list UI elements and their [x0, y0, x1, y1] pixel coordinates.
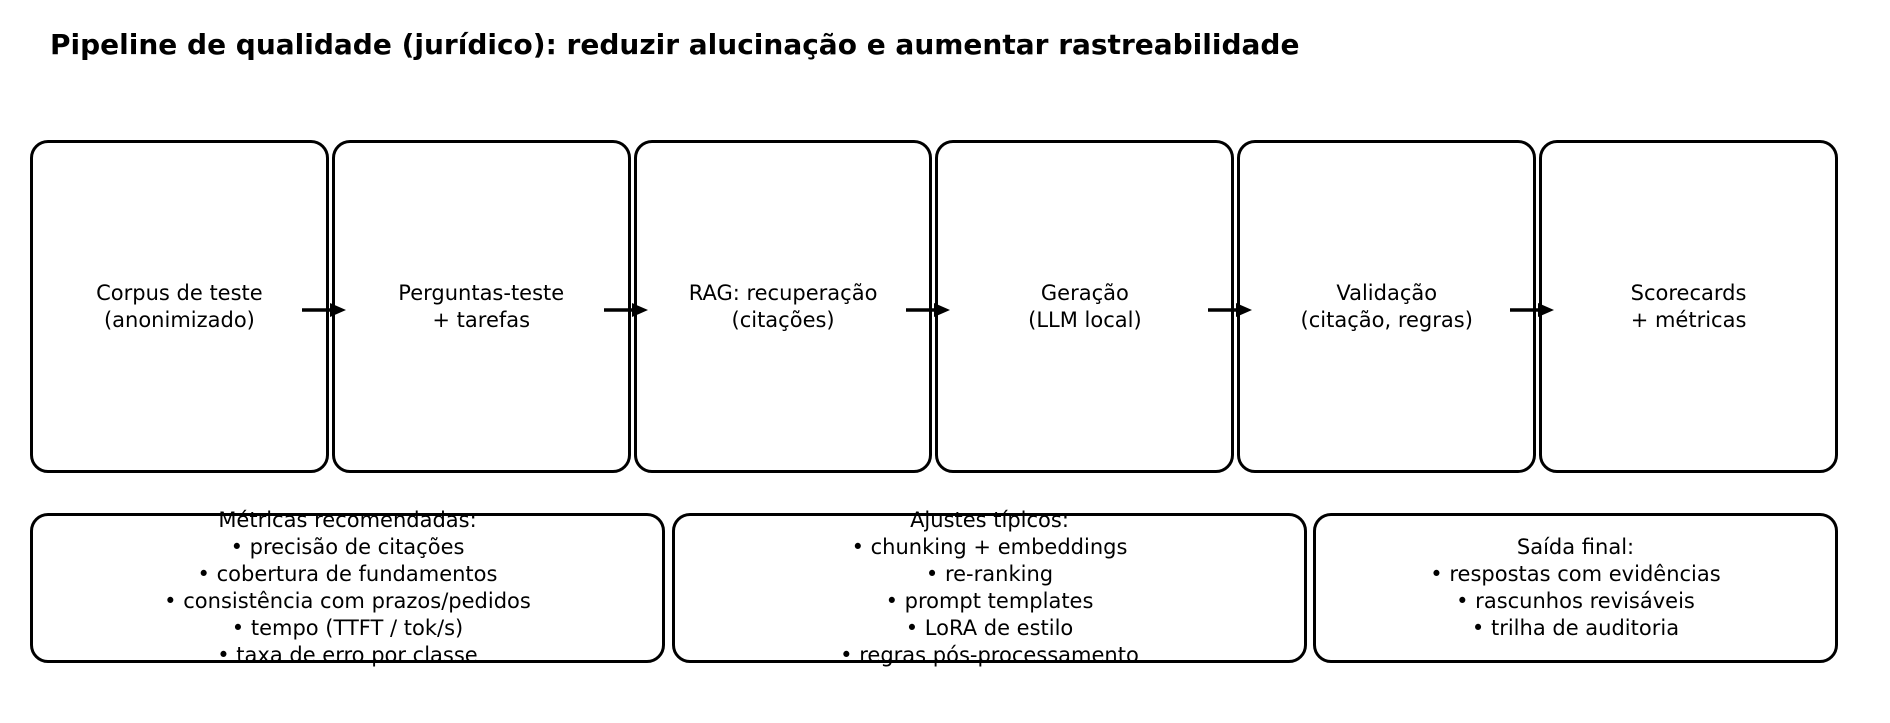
note-heading: Ajustes típicos: [910, 508, 1069, 532]
note-heading: Métricas recomendadas: [218, 508, 477, 532]
note-item: • prompt templates [885, 589, 1094, 613]
note-box-metricas: Métricas recomendadas: • precisão de cit… [30, 508, 665, 667]
flow-arrow-icon [604, 303, 648, 317]
note-item: • rascunhos revisáveis [1456, 589, 1695, 613]
note-box-saida: Saída final: • respostas com evidências … [1313, 513, 1838, 663]
flow-step-label: Corpus de teste [96, 280, 263, 305]
note-item: • trilha de auditoria [1471, 616, 1680, 640]
flow-step-label: Validação [1336, 280, 1438, 305]
note-item: • precisão de citações [230, 535, 465, 559]
note-heading: Saída final: [1516, 535, 1635, 559]
flow-step-validacao: Validação (citação, regras) [1237, 140, 1537, 473]
flow-step-label: Scorecards [1630, 280, 1747, 305]
flow-step-perguntas: Perguntas-teste + tarefas [331, 140, 631, 473]
note-item: • taxa de erro por classe [217, 643, 478, 667]
flow-step-label: Perguntas-teste [398, 280, 565, 305]
flow-step-sublabel: (citação, regras) [1300, 307, 1473, 332]
flow-step-sublabel: + tarefas [432, 307, 531, 332]
note-item: • chunking + embeddings [851, 535, 1128, 559]
flow-step-label: Geração [1040, 280, 1129, 305]
flow-step-rag: RAG: recuperação (citações) [633, 140, 933, 473]
flow-step-corpus: Corpus de teste (anonimizado) [30, 140, 329, 473]
flow-step-geracao: Geração (LLM local) [935, 140, 1235, 473]
note-box-ajustes: Ajustes típicos: • chunking + embeddings… [672, 508, 1307, 667]
flow-step-sublabel: (LLM local) [1028, 307, 1142, 332]
note-item: • consistência com prazos/pedidos [164, 589, 531, 613]
flow-step-sublabel: (citações) [731, 307, 835, 332]
flow-step-label: RAG: recuperação [688, 280, 878, 305]
note-item: • regras pós-processamento [840, 643, 1139, 667]
flow-arrow-icon [302, 303, 346, 317]
flow-arrow-icon [1510, 303, 1554, 317]
note-item: • LoRA de estilo [905, 616, 1074, 640]
flow-arrow-icon [1208, 303, 1252, 317]
flow-step-sublabel: + métricas [1630, 307, 1747, 332]
note-item: • re-ranking [925, 562, 1054, 586]
flow-step-sublabel: (anonimizado) [103, 307, 255, 332]
pipeline-row: Corpus de teste (anonimizado) Perguntas-… [30, 140, 1838, 473]
flow-arrow-icon [906, 303, 950, 317]
diagram-title: Pipeline de qualidade (jurídico): reduzi… [50, 28, 1300, 61]
flow-step-scorecards: Scorecards + métricas [1539, 140, 1838, 473]
note-item: • respostas com evidências [1430, 562, 1721, 586]
note-item: • cobertura de fundamentos [197, 562, 498, 586]
note-item: • tempo (TTFT / tok/s) [231, 616, 464, 640]
